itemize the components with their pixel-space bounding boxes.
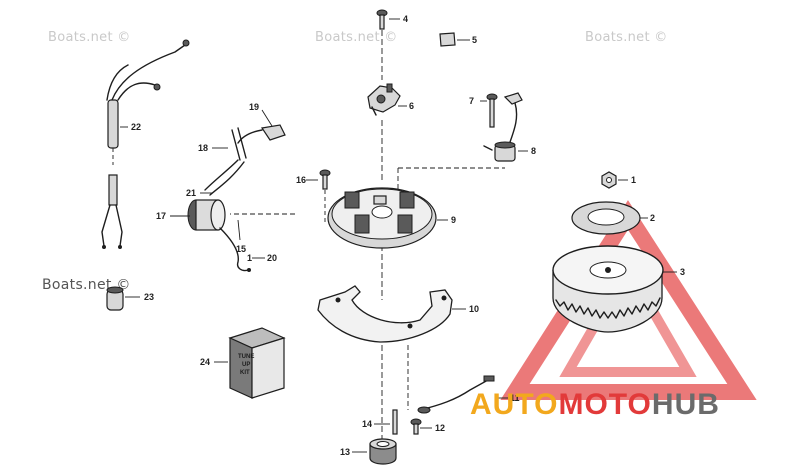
callout-18: 18 (198, 143, 208, 153)
callout-21: 21 (186, 188, 196, 198)
callout-8: 8 (531, 146, 536, 156)
callout-6: 6 (409, 101, 414, 111)
screw-part-16 (306, 169, 331, 222)
key-part-5 (439, 32, 470, 47)
screw-part-12 (410, 418, 432, 435)
breaker-points-part-6 (367, 83, 407, 116)
washer-part-2 (571, 201, 648, 235)
callout-15: 15 (236, 244, 246, 254)
tune-up-kit-box-part-24: TUNE UP KIT (214, 327, 286, 399)
pin-part-14 (374, 409, 398, 435)
callout-19: 19 (249, 102, 259, 112)
callout-12: 12 (435, 423, 445, 433)
retainer-plate-part-10 (317, 285, 466, 343)
callout-2: 2 (650, 213, 655, 223)
stator-plate-part-9 (327, 187, 448, 249)
callout-16: 16 (296, 175, 306, 185)
callout-13: 13 (340, 447, 350, 457)
callout-3: 3 (680, 267, 685, 277)
callout-9: 9 (451, 215, 456, 225)
callout-5: 5 (472, 35, 477, 45)
callout-20: 20 (267, 253, 277, 263)
callout-1b: 1 (247, 253, 252, 263)
callout-24: 24 (200, 357, 210, 367)
logo-word-auto: AUTO (470, 388, 559, 421)
screw-part-4 (376, 9, 400, 30)
nut-part-1 (601, 171, 628, 189)
callout-7: 7 (469, 96, 474, 106)
condenser-part-8 (483, 141, 528, 162)
ht-lead-part-18 (212, 127, 247, 161)
callout-23: 23 (144, 292, 154, 302)
callout-1a: 1 (631, 175, 636, 185)
watermark: Boats.net © (48, 30, 131, 45)
watermark: Boats.net © (585, 30, 668, 45)
kit-label-line2: UP (242, 362, 250, 368)
callout-17: 17 (156, 211, 166, 221)
automotohub-logo: AUTOMOTOHUB (470, 388, 795, 428)
flywheel-part-3 (552, 245, 677, 333)
center-axis-lines (230, 30, 505, 440)
callout-22: 22 (131, 122, 141, 132)
bushing-part-13 (352, 438, 397, 465)
callout-14: 14 (362, 419, 372, 429)
screw-part-7 (480, 92, 523, 149)
logo-word-hub: HUB (651, 388, 720, 421)
wire-part-11 (417, 375, 508, 414)
callout-numbers: 4 5 6 7 8 1 2 3 9 10 11 12 13 14 15 16 1… (131, 14, 685, 457)
callout-10: 10 (469, 304, 479, 314)
spark-plug-boot-part-19 (237, 109, 286, 144)
watermark: Boats.net © (315, 30, 398, 45)
kit-label-line1: TUNE (238, 354, 254, 360)
ignition-coil-part-17 (170, 159, 245, 231)
callout-11: 11 (510, 393, 520, 403)
cap-part-23 (106, 286, 140, 311)
kit-label-line3: KIT (240, 370, 250, 376)
logo-word-moto: MOTO (558, 388, 652, 421)
ground-wire-part-20 (219, 219, 265, 272)
wiring-harness-part-22 (101, 39, 190, 249)
callout-4: 4 (403, 14, 408, 24)
